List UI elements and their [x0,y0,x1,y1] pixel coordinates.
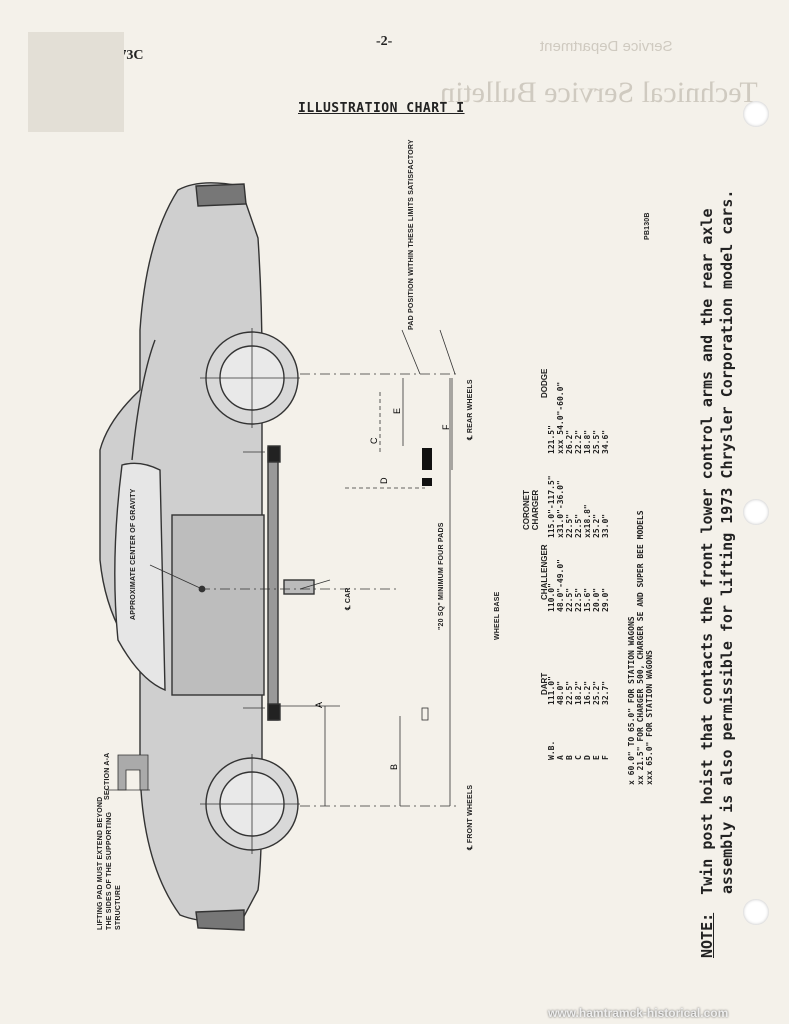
table-values-dart: 111.0"48.0"22.5"18.2"16.2"25.2"32.7" [547,676,610,705]
lifting-pad-label: LIFTING PAD MUST EXTEND BEYOND THE SIDES… [97,796,122,930]
note-line-2: assembly is also permissible for lifting… [718,189,736,894]
center-car-label: ℄ CAR [345,587,352,610]
dim-letter-a: A [314,702,324,708]
dim-letter-b: B [389,764,399,770]
cog-point [198,585,206,593]
table-values-challenger: 110.0"48.0"-49.0"22.5"22.5"15.6"20.0"29.… [547,559,610,612]
dim-b-pad [421,707,429,721]
table-values-dodge: 121.5"xxx 54.0"-60.0"26.2"22.2"18.8"25.5… [547,381,610,454]
dim-d-pad [422,478,432,486]
rear-bumper [195,183,247,207]
front-lift-pad [267,703,281,721]
chart-title: ILLUSTRATION CHART I [298,101,465,116]
table-col-coronet: CORONET CHARGER [522,480,540,540]
pad-zone-leader-2 [439,329,456,375]
rear-lift-pad [267,445,281,463]
rear-wheels-label: ℄ REAR WHEELS [467,379,474,440]
min-pads-label: "20 SQ" MINIMUM FOUR PADS [438,522,445,630]
front-bumper [195,909,245,931]
note-label: NOTE: [698,912,716,958]
car-roof-panel [171,514,265,696]
note-line-1: Twin post hoist that contacts the front … [698,208,716,895]
site-watermark: www.hamtramck-historical.com [548,1006,729,1020]
dim-letter-f: F [441,424,451,430]
frame-rail [267,447,279,721]
dim-letter-c: C [369,437,379,444]
front-wheels-label: ℄ FRONT WHEELS [467,784,474,850]
table-values-coronet: 115.0"-117.5"x31.0"-36.0"22.5"22.5"xx18.… [547,475,610,538]
dim-letter-e: E [392,408,402,414]
table-footnotes: x 60.0" TO 65.0" FOR STATION WAGONS xx 2… [627,510,654,785]
punch-hole-bottom [743,899,769,925]
wheel-base-label: WHEEL BASE [494,591,501,640]
cog-leader [149,564,201,589]
punch-hole-middle [743,499,769,525]
col-header-coronet: CORONET CHARGER [522,489,540,531]
car-beltline [131,339,156,461]
dim-c-pad [422,448,432,470]
dim-letter-d: D [379,477,389,484]
section-a-a-drawing [117,754,149,791]
reference-code: PB130B [644,212,651,240]
page-number: -2- [376,34,393,49]
min-pads-leader [299,579,331,590]
bleed-logo-block [28,32,124,132]
pad-position-label: PAD POSITION WITHIN THESE LIMITS SATISFA… [408,139,415,330]
pad-zone-leader-1 [401,329,421,375]
car-window [114,462,166,692]
punch-hole-top [743,101,769,127]
center-gravity-label: APPROXIMATE CENTER OF GRAVITY [130,488,137,620]
note-block: NOTE: Twin post hoist that contacts the … [697,190,737,958]
cog-stub [283,579,315,595]
